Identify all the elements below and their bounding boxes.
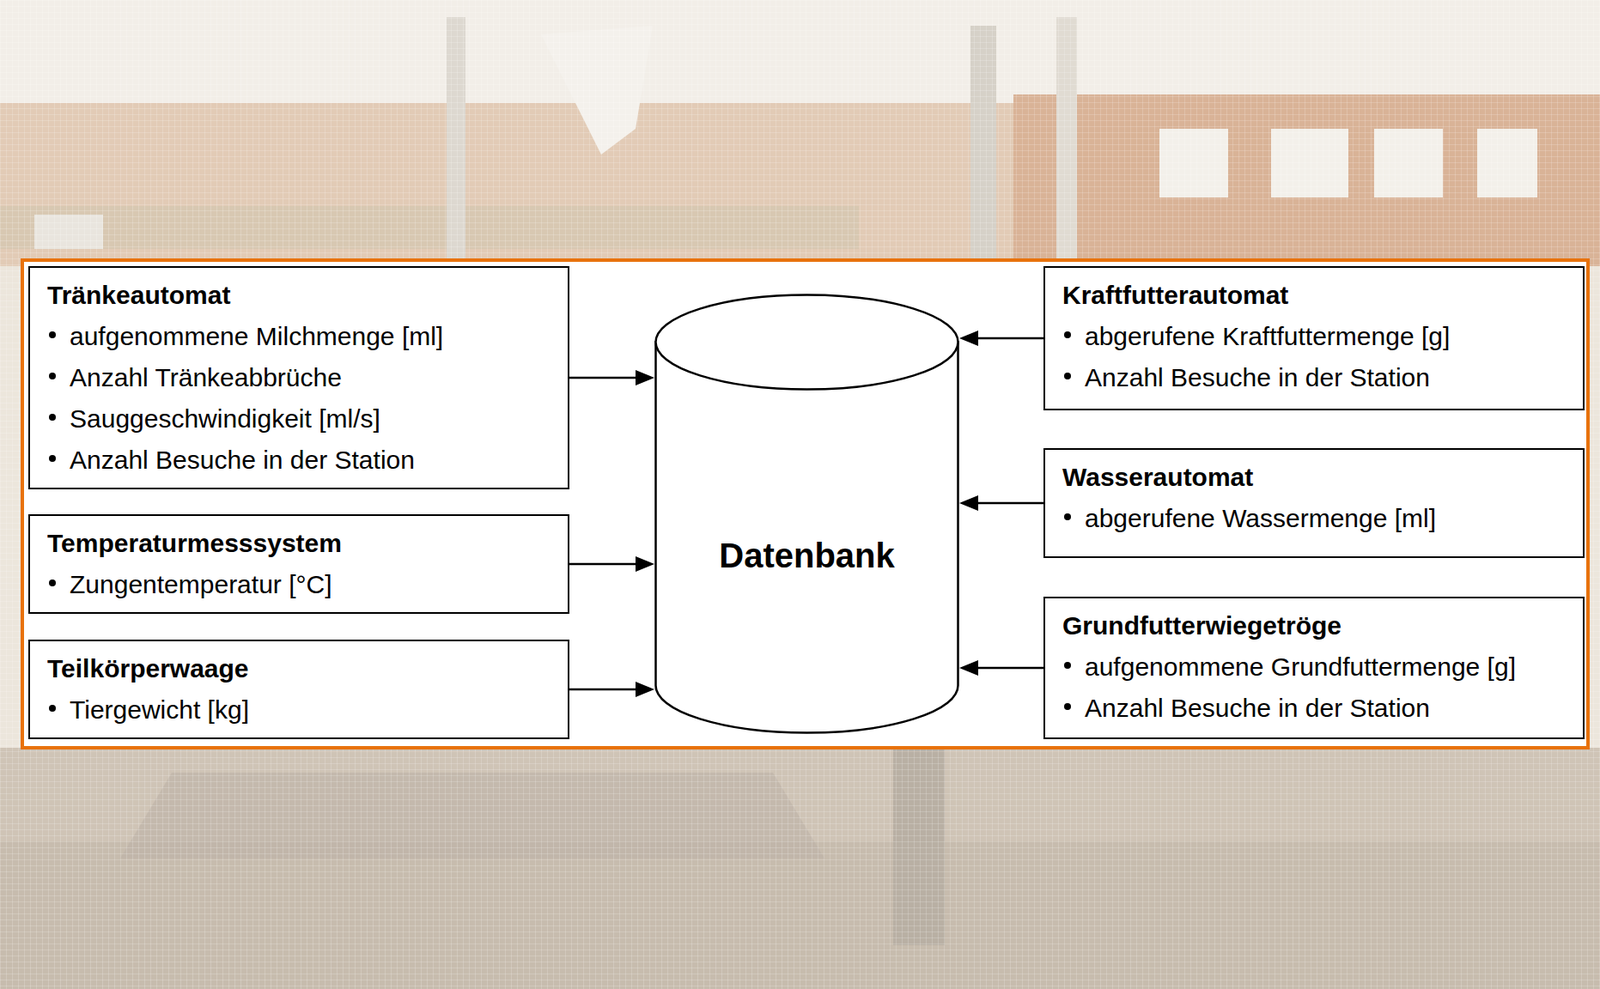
bullet-row: Anzahl Besuche in der Station bbox=[1062, 357, 1570, 399]
arrow-head bbox=[635, 556, 655, 572]
bullet-dot bbox=[48, 579, 56, 587]
bullet-row: Anzahl Tränkeabbrüche bbox=[47, 357, 554, 399]
bullet-row: Anzahl Besuche in der Station bbox=[1062, 687, 1570, 730]
arrow-line bbox=[569, 563, 636, 566]
bullet-dot bbox=[48, 455, 56, 463]
measurement-item: Sauggeschwindigkeit [ml/s] bbox=[69, 398, 381, 440]
device-box: Wasserautomatabgerufene Wassermenge [ml] bbox=[1043, 448, 1585, 559]
database-cylinder: Datenbank bbox=[654, 293, 960, 735]
bullet-row: aufgenommene Grundfuttermenge [g] bbox=[1062, 646, 1570, 688]
measurement-item: aufgenommene Milchmenge [ml] bbox=[69, 316, 444, 358]
bullet-dot bbox=[1064, 662, 1071, 670]
bullet-dot bbox=[48, 331, 56, 339]
bullet-row: abgerufene Kraftfuttermenge [g] bbox=[1062, 316, 1570, 358]
arrow-line bbox=[569, 688, 636, 692]
measurement-item: Anzahl Besuche in der Station bbox=[1084, 357, 1430, 399]
bullet-row: aufgenommene Milchmenge [ml] bbox=[47, 316, 554, 358]
bullet-row: Tiergewicht [kg] bbox=[47, 689, 554, 731]
measurement-item: Anzahl Tränkeabbrüche bbox=[69, 357, 342, 399]
device-box: TemperaturmesssystemZungentemperatur [°C… bbox=[28, 514, 570, 615]
device-box: TeilkörperwaageTiergewicht [kg] bbox=[28, 639, 570, 740]
box-heading: Teilkörperwaage bbox=[47, 648, 554, 690]
measurement-item: Anzahl Besuche in der Station bbox=[69, 439, 415, 481]
box-heading: Grundfutterwiegetröge bbox=[1062, 605, 1570, 647]
arrow-head bbox=[959, 660, 979, 676]
data-arrow bbox=[569, 681, 655, 698]
measurement-item: Tiergewicht [kg] bbox=[69, 689, 250, 731]
measurement-item: abgerufene Kraftfuttermenge [g] bbox=[1084, 316, 1450, 358]
data-arrow bbox=[959, 495, 1044, 512]
bullet-row: Sauggeschwindigkeit [ml/s] bbox=[47, 398, 554, 440]
bullet-row: Anzahl Besuche in der Station bbox=[47, 439, 554, 481]
arrow-line bbox=[978, 337, 1044, 341]
arrow-line bbox=[569, 377, 636, 380]
box-heading: Temperaturmesssystem bbox=[47, 523, 554, 565]
device-box: Kraftfutterautomatabgerufene Kraftfutter… bbox=[1043, 266, 1585, 411]
arrow-head bbox=[635, 370, 655, 386]
bullet-dot bbox=[1064, 703, 1071, 711]
bullet-dot bbox=[48, 413, 56, 421]
orange-frame bbox=[22, 260, 1588, 749]
bullet-row: Zungentemperatur [°C] bbox=[47, 564, 554, 606]
data-arrow bbox=[569, 370, 655, 386]
bullet-row: abgerufene Wassermenge [ml] bbox=[1062, 498, 1570, 540]
data-arrow bbox=[569, 556, 655, 572]
arrow-head bbox=[959, 495, 979, 512]
bullet-dot bbox=[1064, 513, 1071, 521]
arrow-head bbox=[635, 681, 655, 698]
bullet-dot bbox=[1064, 331, 1071, 339]
data-arrow bbox=[959, 660, 1044, 676]
measurement-item: Anzahl Besuche in der Station bbox=[1084, 687, 1430, 730]
cylinder-top bbox=[656, 295, 959, 390]
device-box: Tränkeautomataufgenommene Milchmenge [ml… bbox=[28, 266, 570, 490]
bullet-dot bbox=[48, 372, 56, 380]
measurement-item: abgerufene Wassermenge [ml] bbox=[1084, 498, 1436, 540]
arrow-line bbox=[978, 667, 1044, 670]
box-heading: Wasserautomat bbox=[1062, 456, 1570, 499]
bullet-dot bbox=[48, 705, 56, 712]
database-label: Datenbank bbox=[654, 535, 960, 577]
device-box: Grundfutterwiegetrögeaufgenommene Grundf… bbox=[1043, 596, 1585, 740]
data-arrow bbox=[959, 330, 1044, 347]
box-heading: Kraftfutterautomat bbox=[1062, 274, 1570, 317]
arrow-head bbox=[959, 330, 979, 347]
bullet-dot bbox=[1064, 372, 1071, 380]
measurement-item: Zungentemperatur [°C] bbox=[69, 564, 332, 606]
arrow-line bbox=[978, 502, 1044, 505]
box-heading: Tränkeautomat bbox=[47, 274, 554, 317]
cylinder-outline bbox=[654, 293, 960, 735]
measurement-item: aufgenommene Grundfuttermenge [g] bbox=[1084, 646, 1516, 688]
